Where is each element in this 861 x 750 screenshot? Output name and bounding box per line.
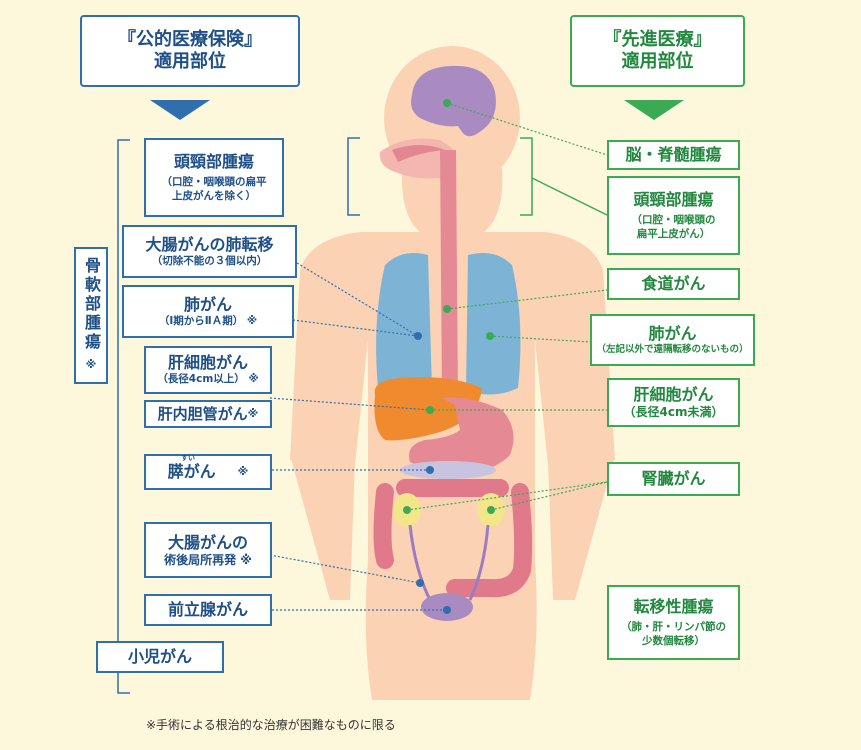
head-neck-left-bracket xyxy=(347,137,360,216)
green-dots xyxy=(403,99,495,514)
public-insurance-header: 『公的医療保険』 適用部位 xyxy=(80,15,300,87)
bone-soft-note: ※ xyxy=(85,358,97,371)
lung-adv-box: 肺がん （左記以外で遠隔転移のないもの） xyxy=(590,314,755,366)
item-sub-text: （Ⅰ期からⅡＡ期） xyxy=(158,314,244,327)
left-bracket xyxy=(117,139,130,694)
item-sub: （左記以外で遠隔転移のないもの） xyxy=(596,344,749,356)
stomach xyxy=(409,397,514,473)
item-title: 小児がん xyxy=(127,647,192,666)
metastatic-box: 転移性腫瘍 （肺・肝・リンパ節の 少数個転移） xyxy=(607,585,740,660)
colorectal-recur-box: 大腸がんの 術後局所再発 ※ xyxy=(144,522,272,578)
item-title: 肝細胞がん xyxy=(633,385,714,404)
public-header-line2: 適用部位 xyxy=(154,51,226,72)
advanced-arrow xyxy=(624,100,684,120)
bile-duct-box: 肝内胆管がん※ xyxy=(144,400,272,428)
item-title: 大腸がんの xyxy=(167,532,248,552)
item-title: 頭頸部腫瘍 xyxy=(633,190,714,210)
lung-box: 肺がん （Ⅰ期からⅡＡ期） ※ xyxy=(122,285,294,338)
advanced-header-line1: 『先進医療』 xyxy=(603,28,712,50)
item-note: ※ xyxy=(237,465,249,479)
public-header-line1: 『公的医療保険』 xyxy=(118,28,262,50)
item-note: ※ xyxy=(240,552,252,567)
head-neck-right-bracket xyxy=(520,137,608,216)
item-sub-text: 術後局所再発 xyxy=(164,552,237,567)
pediatric-box: 小児がん xyxy=(96,641,224,673)
colorectal-lung-meta-box: 大腸がんの肺転移 （切除不能の３個以内） xyxy=(122,225,297,278)
public-arrow xyxy=(150,100,210,120)
item-sub: （口腔・咽喉頭の 扁平上皮がん） xyxy=(631,214,716,240)
bone-soft-tumor-box: 骨軟部腫瘍 ※ xyxy=(74,247,108,384)
right-lung xyxy=(466,252,521,395)
item-title: 腎臓がん xyxy=(641,469,706,488)
item-title: 肺がん xyxy=(183,294,232,314)
item-note: ※ xyxy=(246,314,258,327)
item-sub: （長径4cm以上） ※ xyxy=(157,373,258,386)
bone-soft-label: 骨軟部腫瘍 xyxy=(82,257,101,352)
item-sub: 術後局所再発 ※ xyxy=(164,553,252,568)
item-sub: （切除不能の３個以内） xyxy=(151,254,268,267)
item-title: 前立腺がん xyxy=(167,600,248,619)
item-sub-text: （長径4cm以上） xyxy=(157,373,245,386)
blue-dots xyxy=(414,332,451,614)
esophagus xyxy=(440,150,458,400)
item-title: 大腸がんの肺転移 xyxy=(145,234,274,254)
pancreas xyxy=(400,461,496,479)
pancreas-ruby: すい xyxy=(181,454,195,462)
brain-box: 脳・脊髄腫瘍 xyxy=(607,140,740,170)
hcc-adv-box: 肝細胞がん （長径4cm未満） xyxy=(607,378,740,427)
footnote: ※手術による根治的な治療が困難なものに限る xyxy=(146,718,396,732)
item-sub: （長径4cm未満） xyxy=(623,405,724,419)
item-sub: （肺・肝・リンパ節の 少数個転移） xyxy=(621,621,726,647)
advanced-care-header: 『先進医療』 適用部位 xyxy=(570,15,745,87)
item-title: 転移性腫瘍 xyxy=(633,597,714,617)
left-lung xyxy=(376,252,432,395)
item-title: 肝細胞がん xyxy=(167,353,248,373)
blue-connectors xyxy=(269,262,447,611)
pharynx xyxy=(392,145,445,162)
ureters xyxy=(408,524,490,601)
item-sub: （Ⅰ期からⅡＡ期） ※ xyxy=(159,315,257,328)
item-title: 膵がん xyxy=(167,462,216,481)
brain-shape xyxy=(411,65,496,137)
item-title: 肝内胆管がん xyxy=(157,404,248,423)
prostate-box: 前立腺がん xyxy=(144,594,272,626)
head-neck-box: 頭頸部腫瘍 （口腔・咽喉頭の扁平 上皮がんを除く） xyxy=(144,138,284,217)
item-sub: （口腔・咽喉頭の扁平 上皮がんを除く） xyxy=(161,176,267,202)
green-connectors xyxy=(406,102,608,511)
head-neck-adv-box: 頭頸部腫瘍 （口腔・咽喉頭の 扁平上皮がん） xyxy=(607,176,740,255)
item-note: ※ xyxy=(248,373,259,386)
item-note: ※ xyxy=(247,407,259,421)
hcc-box: 肝細胞がん （長径4cm以上） ※ xyxy=(144,346,272,394)
esophagus-box: 食道がん xyxy=(607,268,740,300)
large-intestine xyxy=(373,479,533,598)
item-title: 肺がん xyxy=(648,324,697,344)
item-title: 頭頸部腫瘍 xyxy=(173,152,254,172)
pancreas-box: 膵がん ※ xyxy=(144,454,272,490)
kidney-box: 腎臓がん xyxy=(607,462,740,496)
advanced-header-line2: 適用部位 xyxy=(621,51,694,72)
item-title: 脳・脊髄腫瘍 xyxy=(625,145,722,164)
item-title: 食道がん xyxy=(641,274,706,293)
